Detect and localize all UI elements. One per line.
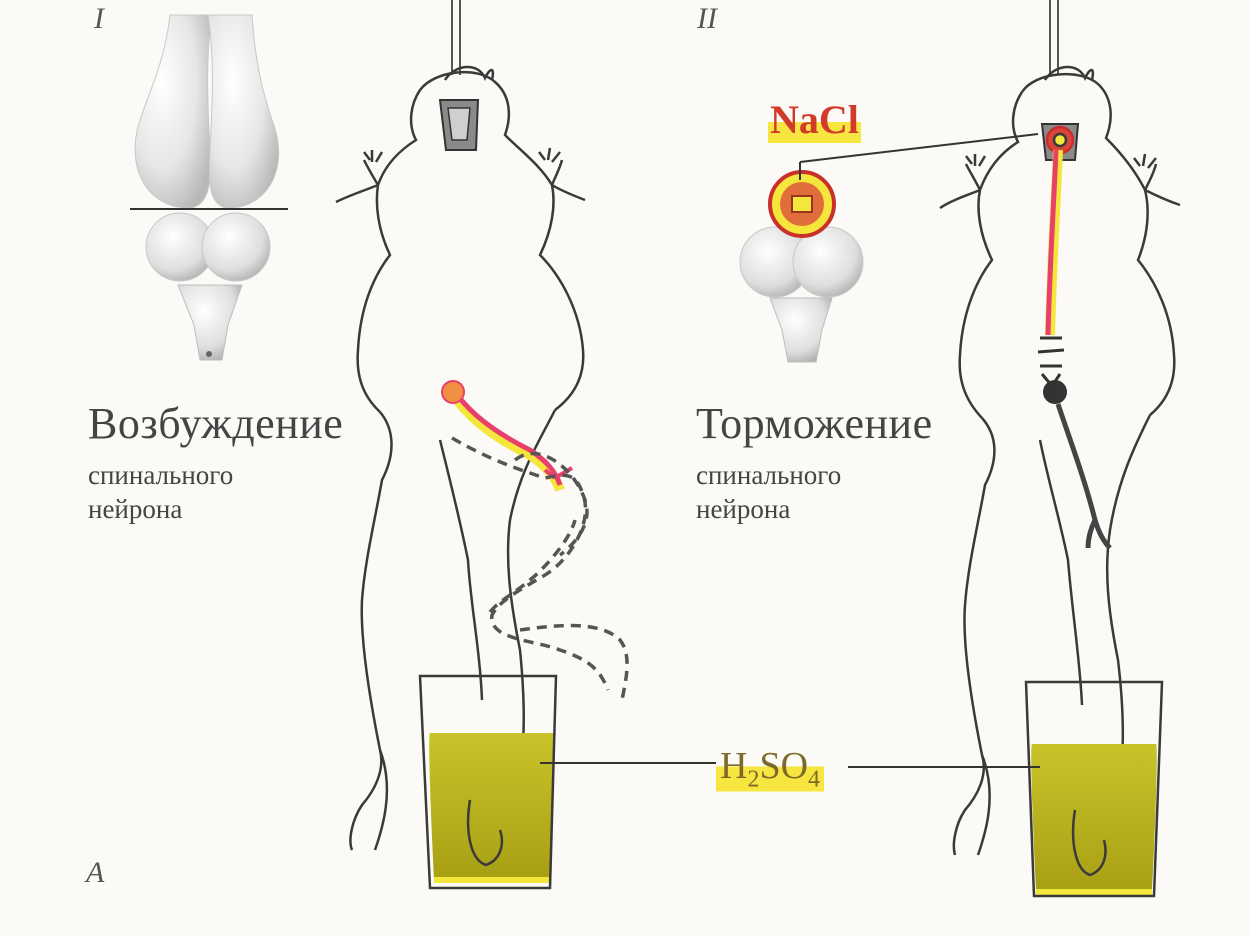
- acid-h: H: [720, 745, 747, 787]
- excitation-title: Возбуждение: [88, 398, 343, 449]
- panel-label-2: II: [697, 2, 717, 36]
- excitation-sub2: нейрона: [88, 494, 182, 524]
- panel-label-1: I: [94, 2, 104, 36]
- beaker-right: [1026, 682, 1162, 896]
- excitation-reflex-path: [442, 381, 572, 490]
- corner-label: A: [86, 856, 104, 890]
- frog-right: [940, 0, 1180, 855]
- brain-right: [740, 134, 1038, 362]
- inhibition-sub1: спинального: [696, 460, 841, 490]
- frog-left: [336, 0, 585, 850]
- acid-label: H2SO4: [716, 744, 824, 794]
- acid-sub-2: 2: [747, 767, 759, 793]
- acid-so: SO: [759, 745, 808, 787]
- excitation-sub1: спинального: [88, 460, 233, 490]
- beaker-left: [420, 676, 556, 888]
- inhibition-sub2: нейрона: [696, 494, 790, 524]
- acid-sub-4: 4: [808, 767, 820, 793]
- nacl-label: NaCl: [768, 96, 861, 143]
- inhibition-path: [1038, 150, 1110, 548]
- brain-left: [130, 15, 288, 360]
- inhibition-title: Торможение: [696, 398, 933, 449]
